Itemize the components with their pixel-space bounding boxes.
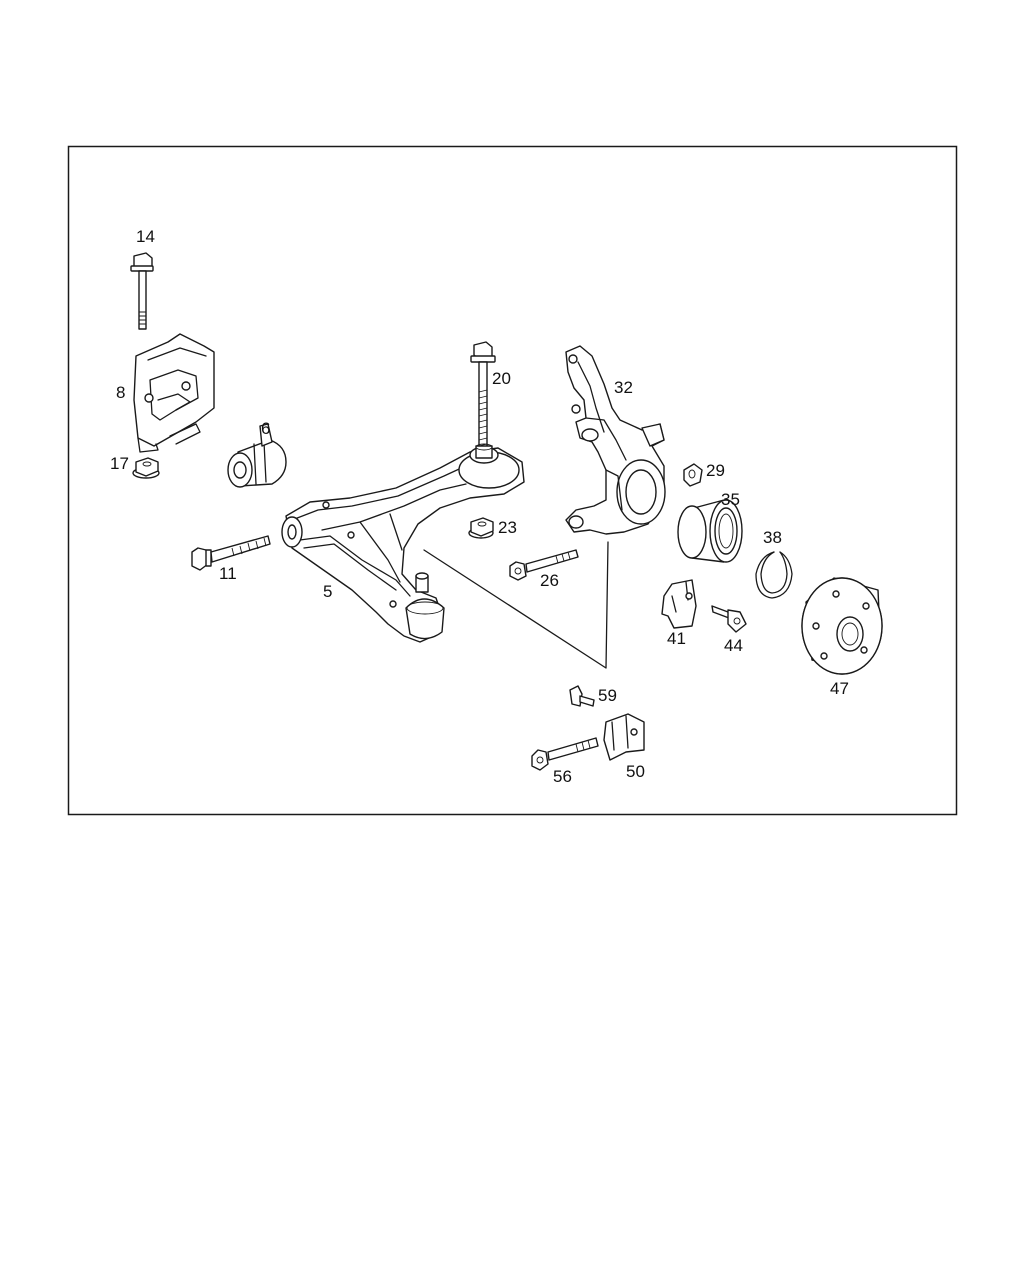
part-5-control-arm: [281, 443, 525, 643]
callout-29: 29: [706, 461, 725, 480]
callout-50: 50: [626, 762, 645, 781]
part-29-nut: [683, 463, 703, 487]
part-50-bracket: [603, 713, 645, 761]
part-35-bearing: [677, 499, 743, 563]
callout-6: 6: [261, 419, 270, 438]
part-59-screw: [569, 685, 595, 707]
callout-35: 35: [721, 490, 740, 509]
callout-59: 59: [598, 686, 617, 705]
part-20-bolt: [470, 341, 496, 459]
callout-56: 56: [553, 767, 572, 786]
callout-32: 32: [614, 378, 633, 397]
part-14-bolt: [130, 252, 154, 330]
part-17-nut: [132, 457, 160, 479]
part-41-clip: [661, 579, 697, 629]
callout-14: 14: [136, 227, 155, 246]
part-47-hub: [801, 577, 883, 675]
callout-17: 17: [110, 454, 129, 473]
part-32-knuckle: [565, 345, 666, 535]
part-6-bushing: [227, 423, 287, 488]
callout-8: 8: [116, 383, 125, 402]
callout-5: 5: [323, 582, 332, 601]
part-23-nut: [468, 517, 494, 539]
part-11-bolt: [191, 535, 271, 571]
callout-26: 26: [540, 571, 559, 590]
callout-20: 20: [492, 369, 511, 388]
callout-41: 41: [667, 629, 686, 648]
leader-line-group: [423, 541, 609, 669]
part-8-bracket: [133, 333, 215, 453]
callout-23: 23: [498, 518, 517, 537]
part-38-circlip: [755, 551, 793, 599]
callout-38: 38: [763, 528, 782, 547]
part-26-bolt: [509, 549, 579, 581]
part-44-bolt: [711, 605, 747, 633]
callout-44: 44: [724, 636, 743, 655]
callout-11: 11: [219, 564, 237, 583]
callout-47: 47: [830, 679, 849, 698]
part-56-bolt: [531, 737, 599, 771]
